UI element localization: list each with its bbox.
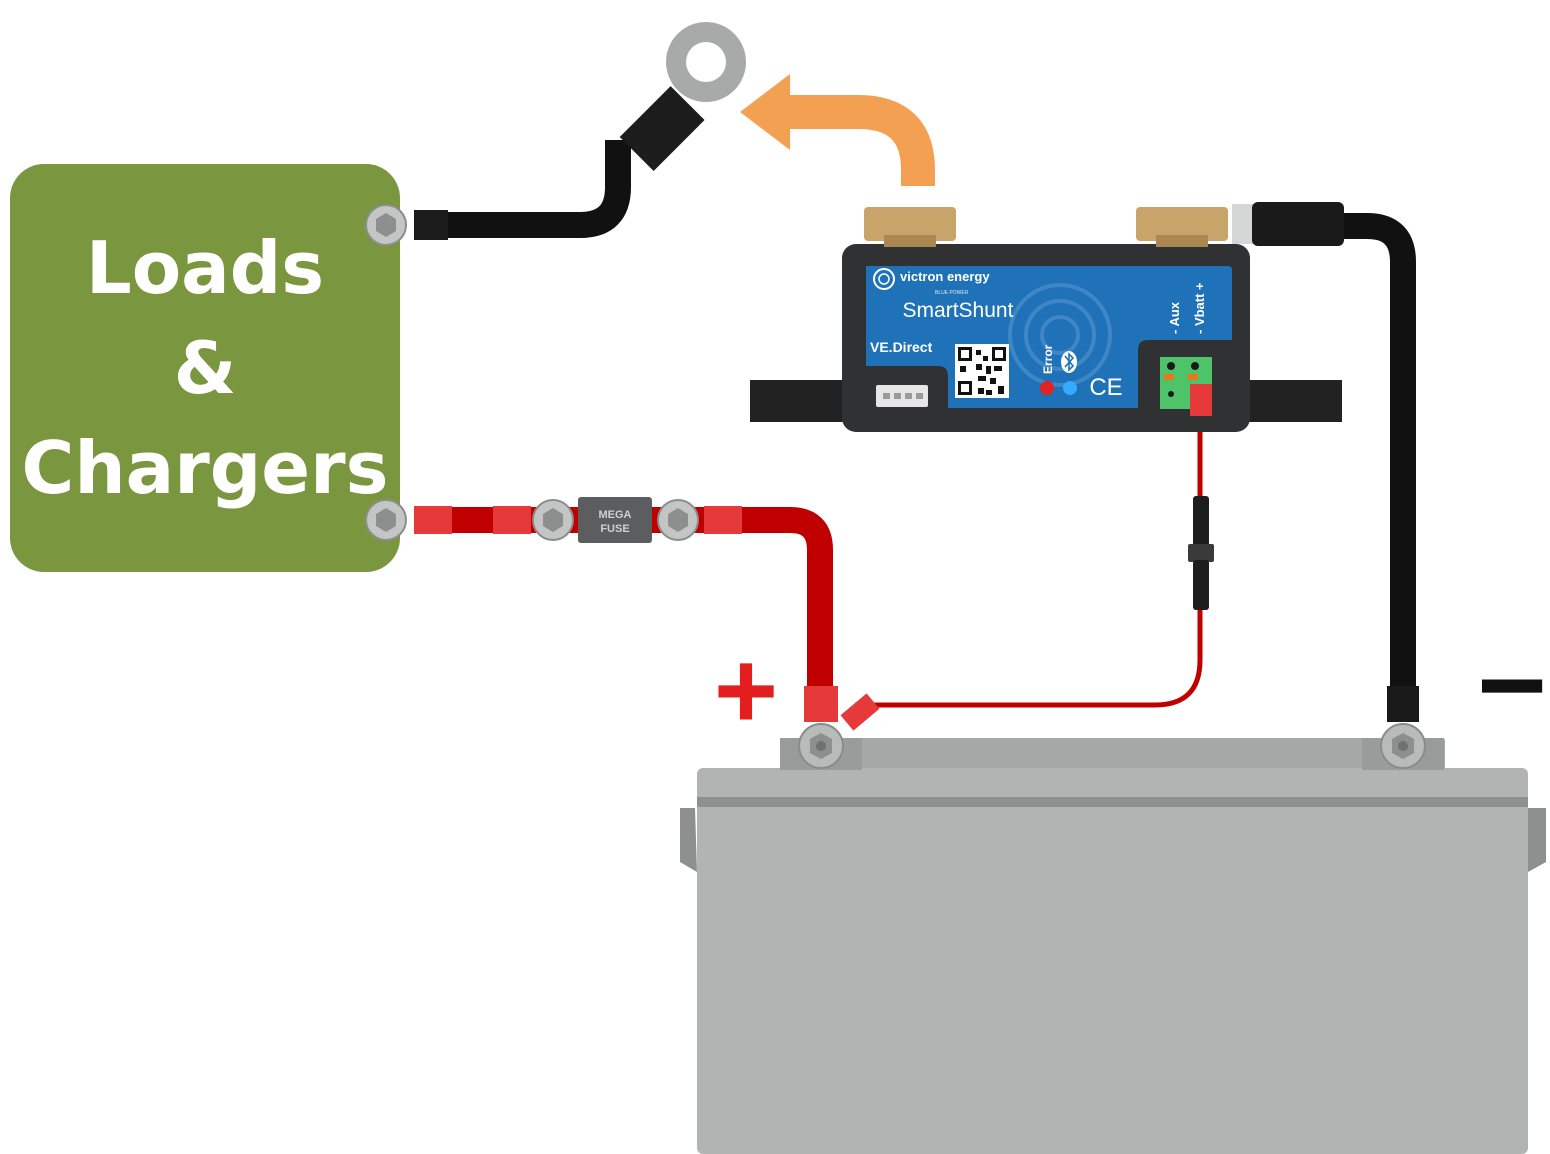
fuse-label-line1: MEGA [599,509,632,521]
swirl-watermark-icon [1008,283,1112,387]
loads-label: Loads [86,226,324,310]
model-name: SmartShunt [903,299,1014,322]
positive-cable [420,507,833,700]
negative-sign: − [1477,618,1547,752]
fuse-terminal-right [657,499,699,541]
vbatt-sense-wire [855,412,1203,708]
negative-ring-sleeve [1387,686,1419,722]
loads-positive-terminal [365,499,407,541]
battery [680,738,1546,1154]
ampersand-label: & [174,326,237,410]
inline-fuse-holder [1188,496,1214,610]
mega-fuse: MEGA FUSE [578,497,652,543]
chargers-label: Chargers [22,426,389,510]
brass-nut-load [864,207,956,241]
positive-ring-sleeve [804,686,838,722]
fuse-label-line2: FUSE [600,523,629,535]
aux-label: - Aux [1167,301,1182,334]
bluetooth-icon [1061,351,1077,373]
loads-chargers-box: Loads & Chargers [10,164,400,572]
orange-arrow-icon [740,74,935,186]
loads-negative-terminal [365,204,448,246]
battery-positive-terminal [798,723,844,769]
bluetooth-led [1063,381,1077,395]
error-label: Error [1041,344,1055,374]
ring-terminal-icon [619,22,746,171]
brass-nut-battery [1136,207,1228,241]
smartshunt: victron energy BLUE POWER SmartShunt VE.… [750,202,1344,432]
battery-negative-terminal [1380,723,1426,769]
positive-sign: + [714,629,778,752]
vbatt-label: - Vbatt + [1192,282,1207,334]
fuse-terminal-left [532,499,574,541]
positive-sleeve [493,506,531,534]
brand-name: victron energy [900,269,990,284]
vedirect-port[interactable] [876,385,928,407]
vbatt-plug [1190,384,1212,416]
vedirect-label: VE.Direct [870,339,933,355]
positive-sleeve [414,506,452,534]
brand-tagline: BLUE POWER [935,290,969,296]
vbatt-spade-connector [840,693,880,731]
victron-logo-icon [873,268,895,290]
error-led [1040,381,1054,395]
negative-cable-loads [420,140,631,238]
ce-mark: CE [1089,374,1122,401]
qr-code-icon [955,344,1009,398]
positive-sleeve [704,506,742,534]
negative-cable-battery [1320,213,1416,700]
